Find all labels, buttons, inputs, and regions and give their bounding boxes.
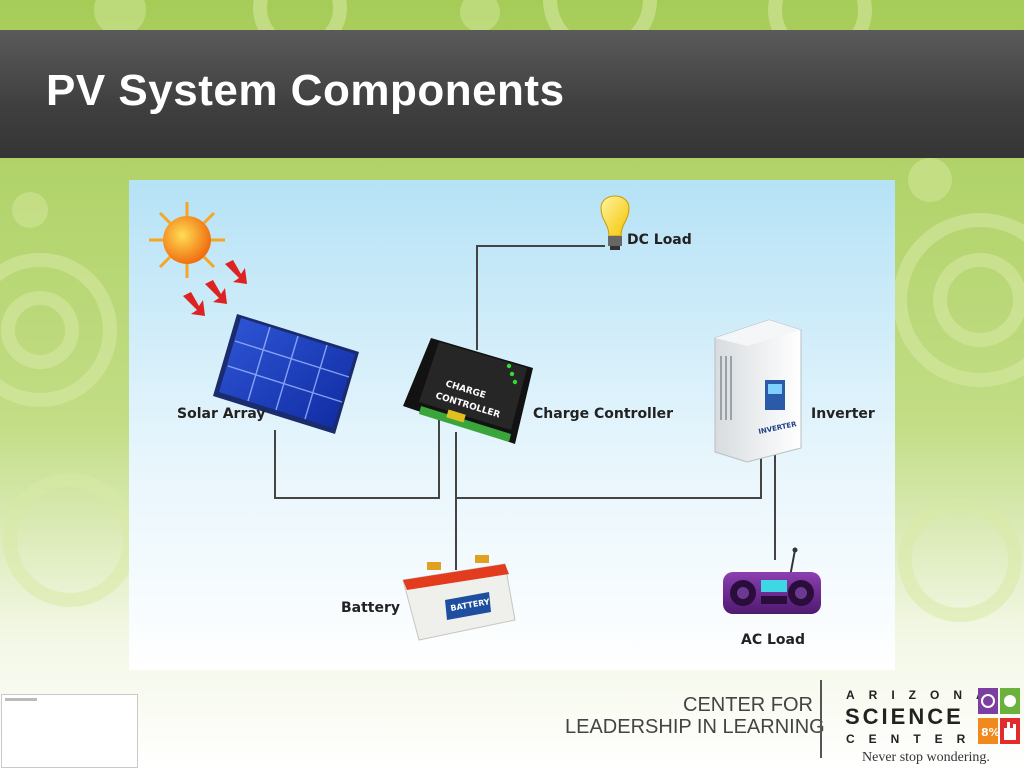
thumbnail-placeholder xyxy=(1,694,138,768)
thumbnail-mark xyxy=(5,698,37,701)
svg-text:8%: 8% xyxy=(981,726,1000,739)
sun-icon xyxy=(149,202,225,278)
solar-panel-icon xyxy=(213,314,359,434)
pv-system-diagram: CHARGE CONTROLLER INVERTER BATTERY xyxy=(129,180,895,670)
battery-icon: BATTERY xyxy=(402,555,516,641)
radio-icon xyxy=(723,547,821,614)
inverter-label: Inverter xyxy=(811,406,875,422)
center-label: CENTER xyxy=(846,732,980,746)
slide-title: PV System Components xyxy=(46,66,565,115)
solar-array-label: Solar Array xyxy=(177,406,266,422)
dc-load-label: DC Load xyxy=(627,232,692,248)
charge-controller-label: Charge Controller xyxy=(533,406,673,422)
center-for-label: CENTER FOR xyxy=(683,694,813,716)
tagline: Never stop wondering. xyxy=(862,750,990,765)
science-label: SCIENCE xyxy=(845,704,964,729)
title-band xyxy=(0,30,1024,158)
charge-controller-icon: CHARGE CONTROLLER xyxy=(403,338,533,444)
ac-load-label: AC Load xyxy=(741,632,805,648)
arizona-label: ARIZONA xyxy=(846,688,999,702)
science-center-logo-icon: 8% xyxy=(978,688,1020,744)
leadership-in-learning-label: LEADERSHIP IN LEARNING xyxy=(565,716,825,738)
footer-divider xyxy=(820,680,822,758)
light-bulb-icon xyxy=(600,195,630,250)
sunlight-arrows-icon xyxy=(183,260,247,316)
battery-label: Battery xyxy=(341,600,400,616)
wiring xyxy=(274,245,776,570)
inverter-icon: INVERTER xyxy=(714,319,802,463)
